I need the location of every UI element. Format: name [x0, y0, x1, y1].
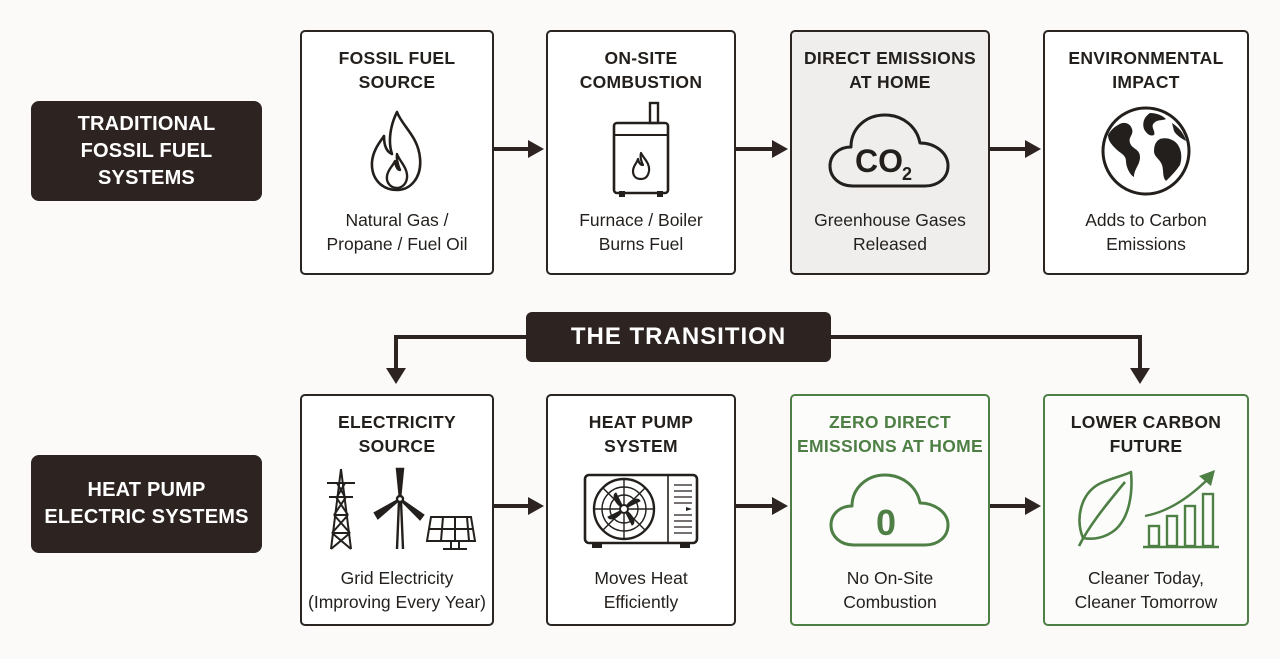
heat-pump-unit-icon — [583, 473, 699, 548]
step-direct-emissions: DIRECT EMISSIONS AT HOME CO 2 Greenhouse… — [790, 30, 990, 275]
co2-cloud-icon: CO 2 — [828, 113, 950, 188]
transition-connector — [386, 335, 1150, 384]
flame-icon — [370, 110, 422, 192]
step-caption: Moves Heat Efficiently — [594, 568, 688, 612]
step-on-site-combustion: ON-SITE COMBUSTION Furnace / Boiler Burn… — [546, 30, 736, 275]
co2-text: CO — [855, 143, 903, 179]
row-label-line: FOSSIL FUEL SYSTEMS — [80, 139, 213, 189]
zero-text: 0 — [876, 502, 896, 543]
row-label-line: TRADITIONAL — [77, 112, 216, 135]
flow-arrow — [494, 497, 544, 515]
step-title: FOSSIL FUEL SOURCE — [338, 48, 456, 92]
flow-arrow — [736, 497, 788, 515]
step-caption: Grid Electricity (Improving Every Year) — [308, 568, 486, 612]
step-caption: Natural Gas / Propane / Fuel Oil — [326, 210, 468, 254]
step-caption: Adds to Carbon Emissions — [1085, 210, 1207, 254]
wind-turbine-icon — [373, 467, 425, 550]
furnace-icon — [612, 101, 670, 197]
step-caption: Cleaner Today, Cleaner Tomorrow — [1074, 568, 1218, 612]
step-title: ENVIRONMENTAL IMPACT — [1068, 48, 1224, 92]
step-fossil-fuel-source: FOSSIL FUEL SOURCE Natural Gas / Propane… — [300, 30, 494, 275]
step-caption: Furnace / Boiler Burns Fuel — [579, 210, 703, 254]
flow-arrow — [990, 140, 1041, 158]
row-label-line: ELECTRIC SYSTEMS — [44, 506, 249, 528]
step-caption: No On-Site Combustion — [843, 568, 937, 612]
step-heat-pump-system: HEAT PUMP SYSTEM — [546, 394, 736, 626]
step-zero-direct-emissions: ZERO DIRECT EMISSIONS AT HOME 0 No On-Si… — [790, 394, 990, 626]
step-title: DIRECT EMISSIONS AT HOME — [803, 48, 977, 92]
step-title: LOWER CARBON FUTURE — [1070, 412, 1222, 456]
power-sources-icon — [327, 467, 477, 550]
globe-icon — [1101, 106, 1191, 196]
co2-subscript: 2 — [902, 164, 912, 184]
leaf-icon — [1077, 470, 1133, 547]
growth-chart-icon — [1143, 470, 1219, 549]
row-label-line: HEAT PUMP — [87, 479, 206, 501]
step-title: ON-SITE COMBUSTION — [579, 48, 703, 92]
step-title: ZERO DIRECT EMISSIONS AT HOME — [797, 412, 983, 456]
step-lower-carbon-future: LOWER CARBON FUTURE Cleaner Today, Clean… — [1043, 394, 1249, 626]
transition-banner: THE TRANSITION — [526, 312, 831, 362]
step-environmental-impact: ENVIRONMENTAL IMPACT Adds to Carbon Emis… — [1043, 30, 1249, 275]
step-title: ELECTRICITY SOURCE — [337, 412, 457, 456]
step-electricity-source: ELECTRICITY SOURCE — [300, 394, 494, 626]
zero-cloud-icon: 0 — [829, 473, 950, 547]
flow-arrow — [736, 140, 788, 158]
row-label-traditional: TRADITIONAL FOSSIL FUEL SYSTEMS — [31, 101, 262, 201]
leaf-growth-icon — [1077, 470, 1219, 549]
step-caption: Greenhouse Gases Released — [814, 210, 966, 254]
transmission-tower-icon — [327, 468, 355, 550]
solar-panel-icon — [425, 516, 477, 550]
flow-arrow — [990, 497, 1041, 515]
flow-arrow — [494, 140, 544, 158]
row-label-heat-pump: HEAT PUMP ELECTRIC SYSTEMS — [31, 455, 262, 553]
step-title: HEAT PUMP SYSTEM — [588, 412, 694, 456]
